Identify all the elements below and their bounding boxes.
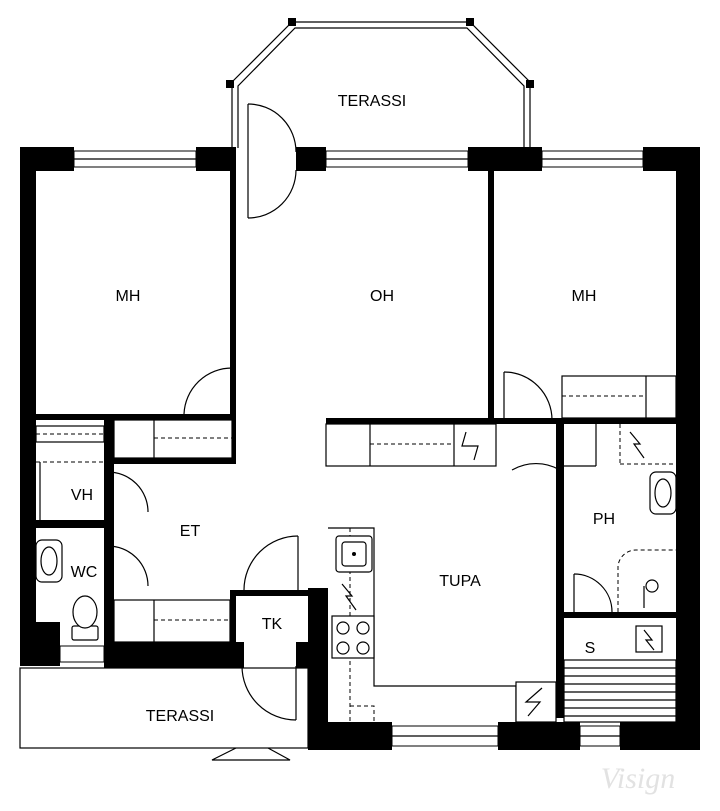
room-label-drying-room: VH — [71, 487, 93, 504]
wardrobes-right — [561, 375, 677, 419]
wc-washbasin-icon — [35, 539, 63, 583]
room-label-terrace-bottom: TERASSI — [146, 708, 214, 725]
room-label-terrace-top: TERASSI — [338, 93, 406, 110]
room-label-toilet: WC — [71, 564, 98, 581]
shower-icon — [617, 549, 676, 612]
bathroom-fixtures — [564, 424, 677, 612]
stove-icon — [331, 615, 375, 659]
room-label-living-room: TUPA — [439, 573, 481, 590]
room-label-bedroom-right: MH — [572, 288, 597, 305]
doors — [107, 103, 613, 721]
kitchen-upper-cabinets — [325, 423, 497, 467]
washbasin-icon — [649, 471, 677, 515]
outer-walls — [20, 147, 700, 750]
room-label-bedroom-left: MH — [116, 288, 141, 305]
sink-icon — [335, 535, 373, 573]
room-labels: TERASSI MH OH MH VH ET WC TK TUPA PH S T… — [71, 93, 615, 725]
fridge-icon — [515, 681, 557, 723]
wardrobes-left — [35, 419, 233, 520]
room-label-bathroom: PH — [593, 511, 615, 528]
sauna-stove-icon — [635, 625, 663, 653]
terrace-top-outline — [226, 18, 534, 148]
toilet-icon — [71, 595, 99, 641]
room-label-master-bedroom: OH — [370, 288, 394, 305]
kitchen-counter — [328, 527, 557, 723]
room-label-technical-room: TK — [262, 616, 283, 633]
entry-wardrobes — [113, 599, 231, 643]
room-label-entrance: ET — [180, 523, 201, 540]
watermark: Visign — [601, 762, 675, 795]
sauna-fixtures — [563, 625, 677, 723]
interior-walls — [36, 168, 676, 718]
room-label-sauna: S — [585, 640, 596, 657]
terrace-bottom-outline — [19, 667, 309, 761]
wc-fixtures — [35, 539, 99, 641]
